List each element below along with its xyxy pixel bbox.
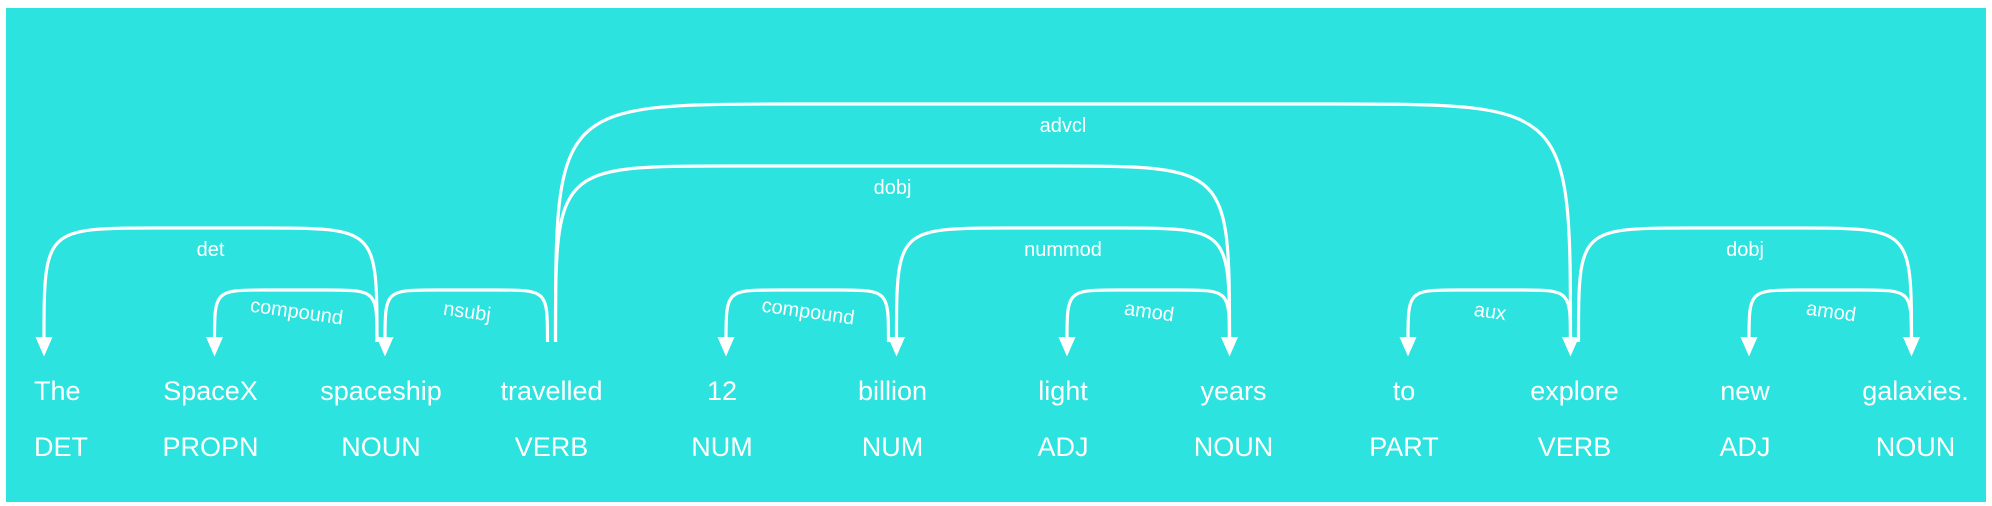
token-word: years [1200,376,1266,406]
arc-line [894,226,1232,343]
arc-line [1576,226,1914,343]
arc-line [553,164,1232,343]
token-word: 12 [707,376,737,406]
token-word: travelled [500,376,602,406]
token-pos-tag: NOUN [341,432,421,462]
dependency-arc: amod [1058,288,1232,357]
arc-label: dobj [874,177,912,199]
token-pos-tag: NOUN [1194,432,1274,462]
arc-label: aux [1473,299,1508,325]
token-pos-tag: DET [34,432,88,462]
arc-arrow-icon [205,337,224,357]
arc-line [212,288,379,343]
token: SpaceX PROPN [162,376,258,462]
dependency-arc: det [35,226,379,357]
token-word: spaceship [320,376,442,406]
token-pos-tag: VERB [1538,432,1612,462]
dependency-arc: dobj [1576,226,1921,357]
arc-line [724,288,891,343]
arc-line [42,226,379,343]
arc-line [553,102,1573,343]
arc-arrow-icon [887,337,906,357]
token-word: new [1720,376,1770,406]
arc-line [1065,288,1232,343]
token-word: galaxies. [1862,376,1969,406]
token: galaxies. NOUN [1862,376,1969,462]
arc-line [1747,288,1914,343]
token-pos-tag: PART [1369,432,1439,462]
arc-arrow-icon [1740,337,1758,357]
arc-line [383,288,550,343]
token-word: SpaceX [163,376,258,406]
dependency-arc: advcl [553,102,1580,357]
arc-label: nummod [1024,239,1102,261]
token-word: The [34,376,81,406]
arc-arrow-icon [35,337,53,357]
arc-arrow-icon [1058,337,1076,357]
token-pos-tag: NOUN [1876,432,1956,462]
arc-arrow-icon [1399,337,1417,357]
token-pos-tag: NUM [691,432,753,462]
arc-label: advcl [1040,115,1087,137]
arc-arrow-icon [376,337,394,357]
token-pos-tag: ADJ [1037,432,1088,462]
arc-line [1406,288,1573,343]
token-word: light [1038,376,1088,406]
token-word: to [1393,376,1416,406]
token-word: explore [1530,376,1619,406]
token-pos-tag: ADJ [1719,432,1770,462]
token-pos-tag: PROPN [162,432,258,462]
arc-label: det [197,239,225,261]
diagram-background [6,8,1986,502]
dependency-arc: nsubj [376,288,550,357]
dependency-arc: nummod [887,226,1232,357]
dependency-arc: dobj [553,164,1239,357]
token-pos-tag: VERB [515,432,589,462]
arc-arrow-icon [717,337,735,357]
token-pos-tag: NUM [862,432,924,462]
arc-label: dobj [1726,239,1764,261]
token-word: billion [858,376,927,406]
dependency-arc: aux [1399,288,1573,357]
